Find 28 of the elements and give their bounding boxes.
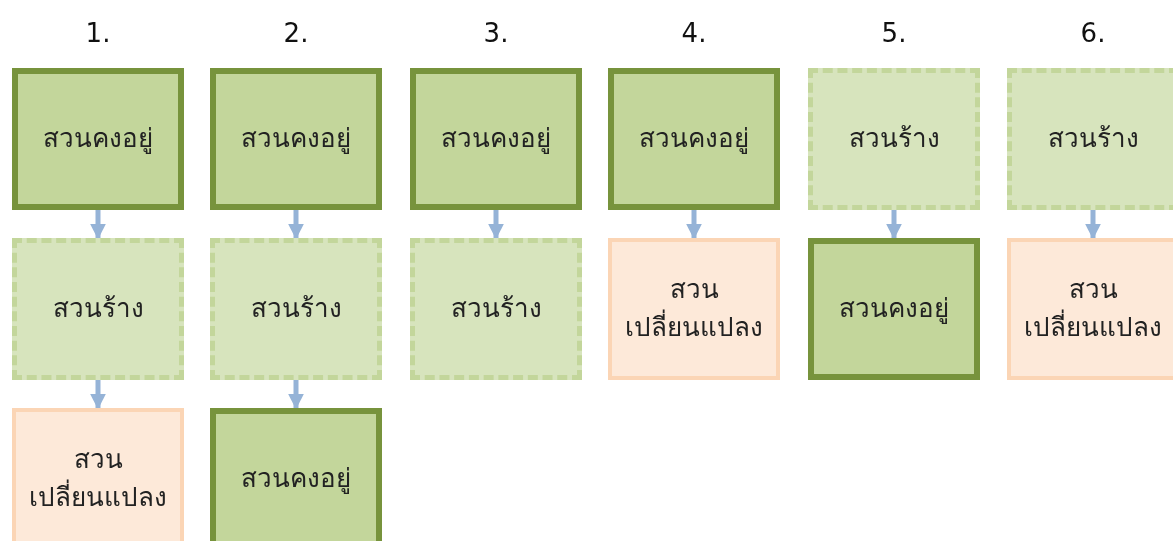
kept-garden-box: สวนคงอยู่ [210,68,382,210]
column-number: 6. [1079,18,1107,48]
column-number: 4. [680,18,708,48]
kept-garden-box: สวนคงอยู่ [12,68,184,210]
kept-garden-box: สวนคงอยู่ [808,238,980,380]
changed-garden-box: สวนเปลี่ยนแปลง [12,408,184,541]
arrow [488,210,504,240]
arrow [686,210,702,240]
changed-garden-box: สวนเปลี่ยนแปลง [1007,238,1173,380]
abandoned-garden-box: สวนร้าง [12,238,184,380]
arrow [90,380,106,410]
column-number: 3. [482,18,510,48]
kept-garden-box: สวนคงอยู่ [410,68,582,210]
column-number: 5. [880,18,908,48]
kept-garden-box: สวนคงอยู่ [608,68,780,210]
abandoned-garden-box: สวนร้าง [410,238,582,380]
arrow [90,210,106,240]
abandoned-garden-box: สวนร้าง [808,68,980,210]
arrow [886,210,902,240]
kept-garden-box: สวนคงอยู่ [210,408,382,541]
arrow [1085,210,1101,240]
abandoned-garden-box: สวนร้าง [210,238,382,380]
abandoned-garden-box: สวนร้าง [1007,68,1173,210]
arrow [288,210,304,240]
column-number: 1. [84,18,112,48]
arrow [288,380,304,410]
column-number: 2. [282,18,310,48]
changed-garden-box: สวนเปลี่ยนแปลง [608,238,780,380]
